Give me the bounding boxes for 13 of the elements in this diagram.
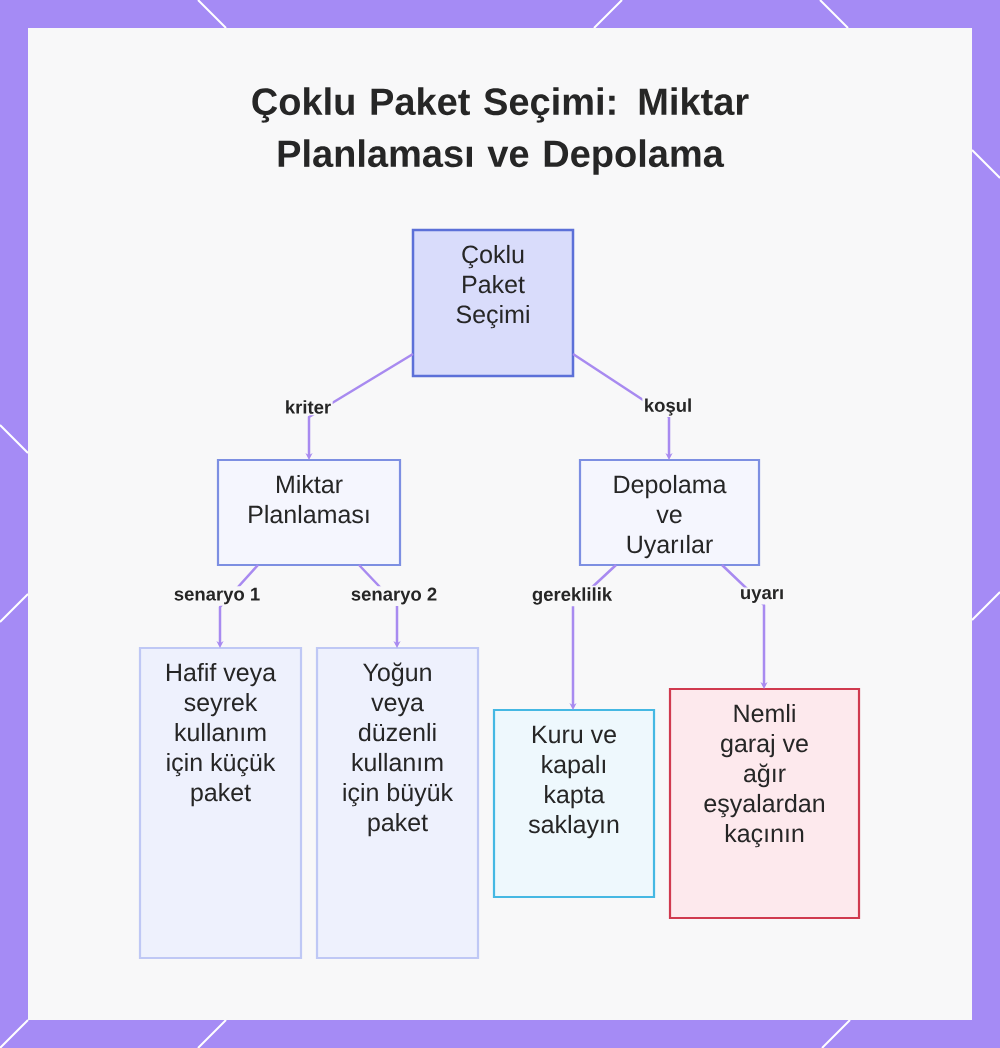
edge-label: senaryo 2 [349,586,439,606]
title: Çoklu Paket Seçimi: Miktar Planlaması ve Depolama [252,87,749,175]
edge-label: koşul [642,396,694,418]
edge-label: senaryo 1 [172,586,262,606]
connector-arrow [721,564,768,689]
category-box: Miktar Planlaması [216,458,402,567]
edge-label: gereklilik [530,585,614,607]
detail-box: Nemli garaj ve ağır eşyalardan kaçının [668,687,861,920]
detail-box: Yoğun veya düzenli kullanım için büyük paket [315,646,480,960]
detail-box: Hafif veya seyrek kullanım için küçük paket [138,646,303,960]
detail-box: Kuru ve kapalı kapta saklayın [492,708,656,899]
topic-box: Çoklu Paket Seçimi [411,228,575,378]
category-box: Depolama ve Uyarılar [578,458,761,567]
